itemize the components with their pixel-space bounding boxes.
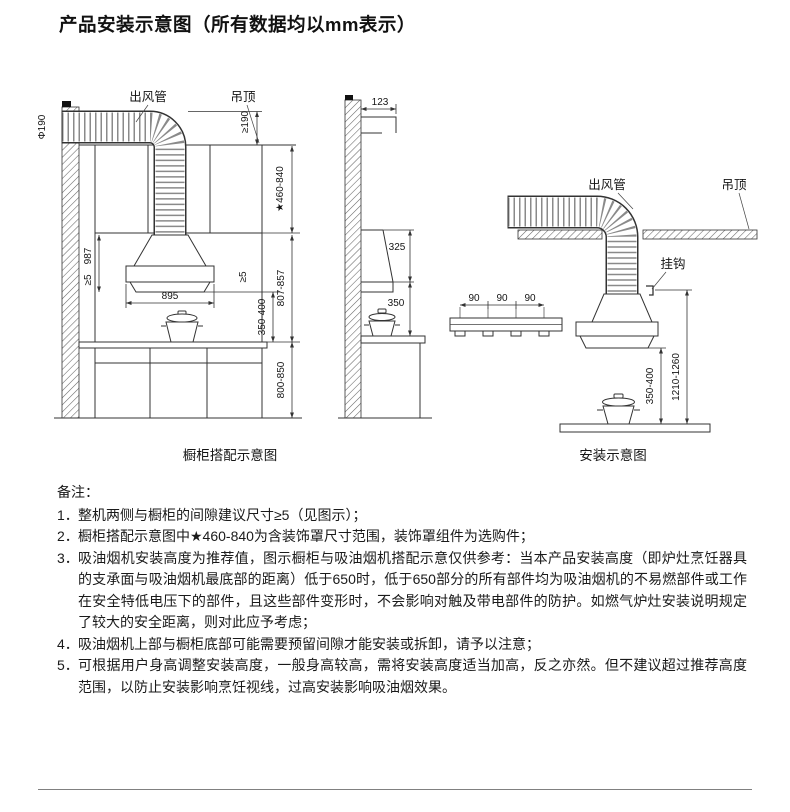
dim-350-400: 350-400 [257,298,268,335]
note-number: 3． [57,549,79,566]
dim-807-857: 807-857 [276,269,287,306]
page-title: 产品安装示意图（所有数据均以mm表示） [59,14,416,35]
duct-label: 出风管 [588,177,626,192]
dim-800-850: 800-850 [276,361,287,398]
dim-350: 350 [388,298,405,309]
duct-leader [135,104,149,123]
note-number: 4． [57,635,79,652]
wall-section [61,106,80,419]
note-item-4: 4．吸油烟机上部与橱柜底部可能需要预留间隙才能安装或拆卸，请予以注意； [57,634,747,656]
note-item-1: 1．整机两侧与橱柜的间隙建议尺寸≥5（见图示）； [57,505,747,527]
note-item-3: 3．吸油烟机安装高度为推荐值，图示橱柜与吸油烟机搭配示意仅供参考：当本产品安装高… [57,548,747,634]
duct-stub [361,116,397,133]
hook-label: 挂钩 [660,257,685,271]
duct-leader [617,192,634,210]
note-text: 橱柜搭配示意图中★460-840为含装饰罩尺寸范围，装饰罩组件为选购件； [78,528,534,544]
ceiling-slab [642,229,758,240]
side-view-diagram: 123 325 350 [338,95,432,419]
hook-leader [651,271,667,290]
cabinet-diagram: 出风管 吊顶 Φ190 ≥190 ★460-840 987 ≥5 ≥5 895 … [37,89,302,463]
wall-cap [345,95,353,100]
note-number: 1． [57,506,79,523]
dim-123: 123 [372,97,389,108]
dim-350-400: 350-400 [645,367,656,404]
note-text: 吸油烟机安装高度为推荐值，图示橱柜与吸油烟机搭配示意仅供参考：当本产品安装高度（… [78,549,747,631]
cooking-pot [161,310,203,343]
countertop [78,341,268,349]
cooking-pot [597,393,640,425]
exhaust-duct [61,110,187,236]
dim-star-460-840: ★460-840 [275,166,286,212]
note-number: 5． [57,657,79,673]
hanging-hook [646,285,654,296]
note-item-2: 2．橱柜搭配示意图中★460-840为含装饰罩尺寸范围，装饰罩组件为选购件； [57,526,747,548]
ceiling-slab [517,229,603,240]
dim-phi190: Φ190 [37,114,48,139]
ceiling-label: 吊顶 [721,178,747,192]
dim-1210-1260: 1210-1260 [671,353,682,401]
bottom-divider [38,789,752,790]
install-diagram-caption: 安装示意图 [579,447,647,463]
ceiling-label: 吊顶 [230,90,256,104]
wall-section [344,99,362,419]
range-hood [575,293,659,349]
note-text: 整机两侧与橱柜的间隙建议尺寸≥5（见图示）； [78,506,367,523]
dim-ge190: ≥190 [240,110,251,133]
wall-cap [62,101,71,107]
note-text: 可根据用户身高调整安装高度，一般身高较高，需将安装高度适当加高，反之亦然。但不建… [78,657,747,695]
note-text: 吸油烟机上部与橱柜底部可能需要预留间隙才能安装或拆卸，请予以注意； [78,635,540,652]
countertop [360,335,426,344]
ceiling-leader [738,192,750,230]
countertop [559,423,711,433]
dim-987: 987 [83,247,94,264]
dim-90-a: 90 [468,293,480,304]
range-hood [125,234,215,293]
duct-label: 出风管 [129,89,167,104]
mounting-plate [449,317,563,337]
cooking-pot [364,308,400,337]
dim-gap-right: ≥5 [238,271,249,282]
note-item-5: 5．可根据用户身高调整安装高度，一般身高较高，需将安装高度适当加高，反之亦然。但… [57,655,747,698]
dim-90-c: 90 [524,293,536,304]
base-cabinet [94,347,263,419]
install-diagram: 出风管 吊顶 挂钩 90 90 90 [449,177,758,463]
notes-section: 备注： 1．整机两侧与橱柜的间隙建议尺寸≥5（见图示）； 2．橱柜搭配示意图中★… [57,482,747,698]
dim-325: 325 [389,242,406,253]
dim-90-b: 90 [496,293,508,304]
dim-gap-left: ≥5 [83,274,94,285]
hood-profile [361,229,394,293]
note-number: 2． [57,528,79,544]
notes-heading: 备注： [57,484,99,500]
installation-diagrams: 出风管 吊顶 Φ190 ≥190 ★460-840 987 ≥5 ≥5 895 … [37,89,758,463]
dim-895: 895 [162,291,179,302]
cabinet-diagram-caption: 橱柜搭配示意图 [183,447,278,463]
exhaust-duct [507,195,639,294]
